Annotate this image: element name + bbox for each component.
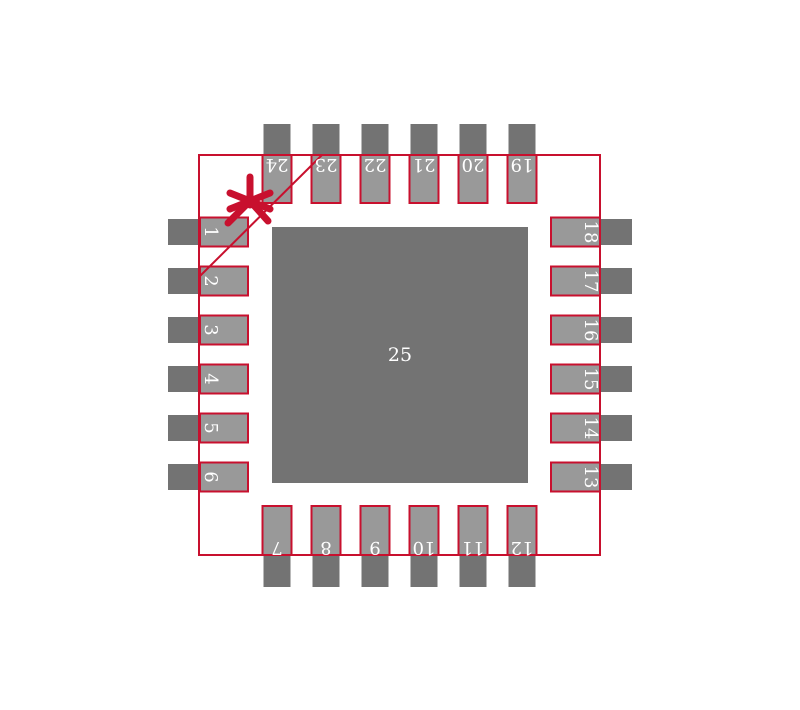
copper-layer bbox=[168, 124, 632, 587]
pin-23-lead bbox=[312, 124, 340, 155]
pin-20-label: 20 bbox=[462, 154, 485, 175]
pin-6-label: 6 bbox=[200, 471, 221, 482]
pin-8-label: 8 bbox=[320, 537, 331, 558]
pin-16-label: 16 bbox=[580, 319, 601, 342]
pin-15-label: 15 bbox=[580, 368, 601, 391]
pin-1-pad bbox=[199, 216, 249, 248]
pin-5-label: 5 bbox=[200, 422, 221, 433]
body-outline-rect bbox=[198, 154, 601, 556]
pin-7-label: 7 bbox=[271, 537, 282, 558]
pin-18-pad bbox=[550, 216, 601, 248]
pin-4-lead bbox=[168, 366, 200, 392]
pin-12-label: 12 bbox=[511, 537, 534, 558]
pin-6-pad bbox=[199, 461, 249, 493]
thermal-pad bbox=[272, 227, 528, 483]
pin-13-label: 13 bbox=[580, 466, 601, 489]
pin-1-lead bbox=[168, 219, 200, 245]
pin-8-lead bbox=[312, 555, 340, 587]
pin1-marker bbox=[224, 173, 274, 227]
pin-13-pad bbox=[550, 461, 601, 493]
pin-15-pad bbox=[550, 363, 601, 395]
pin-17-label: 17 bbox=[580, 270, 601, 293]
pin-3-label: 3 bbox=[200, 324, 221, 335]
pin-5-lead bbox=[168, 415, 200, 441]
pin-21-pad bbox=[408, 154, 440, 204]
pin-6-lead bbox=[168, 464, 200, 490]
pin-10-lead bbox=[410, 555, 438, 587]
pin-18-lead bbox=[600, 219, 632, 245]
pin-15-lead bbox=[600, 366, 632, 392]
pin-19-label: 19 bbox=[511, 154, 534, 175]
pin-24-lead bbox=[263, 124, 291, 155]
pin-12-pad bbox=[506, 505, 538, 556]
asterisk-icon bbox=[224, 173, 274, 227]
pad-layer bbox=[199, 154, 601, 556]
pin-14-label: 14 bbox=[580, 417, 601, 440]
pin-17-lead bbox=[600, 268, 632, 294]
pin-3-pad bbox=[199, 314, 249, 346]
pin-22-lead bbox=[361, 124, 389, 155]
pin-19-lead bbox=[508, 124, 536, 155]
pin-10-label: 10 bbox=[413, 537, 436, 558]
pin-3-lead bbox=[168, 317, 200, 343]
pin-9-label: 9 bbox=[369, 537, 380, 558]
pin-5-pad bbox=[199, 412, 249, 444]
pin-12-lead bbox=[508, 555, 536, 587]
pin-23-label: 23 bbox=[315, 154, 338, 175]
pin-13-lead bbox=[600, 464, 632, 490]
pin-11-lead bbox=[459, 555, 487, 587]
thermal-pad-label: 25 bbox=[388, 344, 412, 366]
pin-9-lead bbox=[361, 555, 389, 587]
pin-21-lead bbox=[410, 124, 438, 155]
pin-14-pad bbox=[550, 412, 601, 444]
pin-2-pad bbox=[199, 265, 249, 297]
pin-16-lead bbox=[600, 317, 632, 343]
pin-24-label: 24 bbox=[266, 154, 289, 175]
pin-20-lead bbox=[459, 124, 487, 155]
pin-14-lead bbox=[600, 415, 632, 441]
pin-4-label: 4 bbox=[200, 373, 221, 384]
pin-2-lead bbox=[168, 268, 200, 294]
pin-2-label: 2 bbox=[200, 275, 221, 286]
pin-22-label: 22 bbox=[364, 154, 387, 175]
pin-21-label: 21 bbox=[413, 154, 436, 175]
pin-7-lead bbox=[263, 555, 291, 587]
pin-11-label: 11 bbox=[462, 537, 485, 558]
pin-18-label: 18 bbox=[580, 221, 601, 244]
pin-23-pad bbox=[310, 154, 342, 204]
pin-1-label: 1 bbox=[200, 226, 221, 237]
